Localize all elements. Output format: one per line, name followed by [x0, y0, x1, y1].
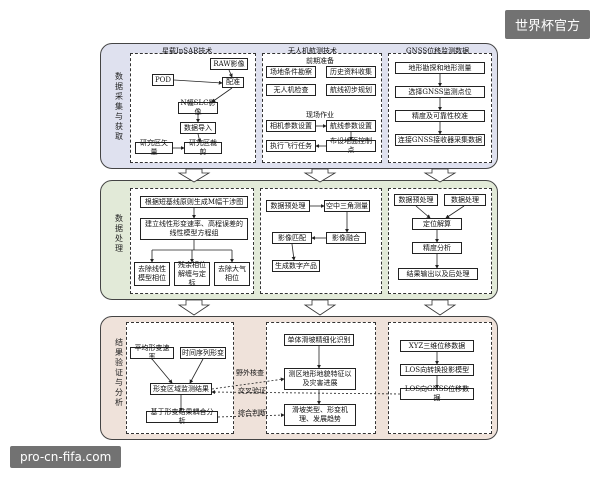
uav-title: 无人机航测技术 [288, 47, 337, 55]
xyz-displacement-box: XYZ三维位移数据 [400, 340, 474, 352]
precision-analysis-box: 精度分析 [412, 242, 462, 254]
landslide-type-box: 滑坡类型、形变机理、发展趋势 [284, 404, 356, 426]
image-matching-box: 影像匹配 [272, 232, 312, 244]
route-params-box: 航线参数设置 [326, 120, 376, 132]
los-projection-box: LOS向转换投影模型 [400, 364, 474, 376]
time-series-box: 时间序列形变 [180, 347, 226, 359]
phase-acquisition-label: 数据采集与获取 [115, 72, 123, 141]
insar-title: 星载InSAR技术 [162, 47, 213, 55]
residual-phase-box: 残余相位解缠与定标 [174, 261, 210, 287]
route-plan-box: 航线初步规划 [326, 84, 376, 96]
phase-validation-label: 结果验证与分析 [115, 338, 123, 407]
aerial-triangulation-box: 空中三角测量 [324, 200, 370, 212]
landslide-identify-box: 单体滑坡精细化识别 [284, 334, 354, 346]
select-points-box: 选择GNSS监测点位 [395, 86, 485, 98]
gnss-preprocess-box: 数据预处理 [394, 194, 438, 206]
remove-atmo-phase-box: 去除大气相位 [214, 262, 250, 286]
history-data-box: 历史资料收集 [326, 66, 376, 78]
brand-watermark: 世界杯官方 [504, 10, 590, 39]
digital-product-box: 生成数字产品 [272, 260, 320, 272]
terrain-survey-box: 地形勘探和地形测量 [395, 62, 485, 74]
los-gnss-data-box: LOS向GNSS位移数据 [400, 385, 474, 402]
collect-data-box: 连接GNSS接收器采集数据 [395, 134, 485, 146]
gnss-processing-box: 数据处理 [444, 194, 486, 206]
interferogram-box: 根据短基线原则生成M幅干涉图 [140, 196, 248, 208]
registration-box: 配准 [222, 77, 244, 88]
study-area-vector-box: 研究区矢量 [135, 139, 173, 156]
combined-judgement-label: 综合判断 [238, 409, 266, 417]
gnss-title: GNSS位移监测数据 [406, 47, 470, 55]
remove-linear-phase-box: 去除线性模型相位 [134, 262, 170, 286]
study-area-crop-box: 研究区裁剪 [184, 139, 222, 156]
output-postprocess-box: 结果输出以及后处理 [398, 268, 478, 280]
field-check-label: 野外核查 [236, 369, 264, 377]
data-import-box: 数据导入 [180, 122, 216, 134]
pod-box: POD [152, 74, 174, 86]
gcp-box: 布设地面控制点 [326, 137, 376, 154]
raw-image-box: RAW影像 [210, 58, 248, 70]
image-fusion-box: 影像融合 [326, 232, 366, 244]
site-watermark: pro-cn-fifa.com [10, 446, 122, 468]
prep-title: 前期准备 [306, 57, 334, 65]
coupling-analysis-box: 基于形变结果耦合分析 [146, 408, 218, 425]
field-work-title: 现场作业 [306, 111, 334, 119]
uav-check-box: 无人机检查 [266, 84, 316, 96]
cross-validation-label: 交叉验证 [238, 387, 266, 395]
flight-task-box: 执行飞行任务 [266, 140, 316, 152]
site-survey-box: 场地条件勘察 [266, 66, 316, 78]
uav-preprocess-box: 数据预处理 [266, 200, 310, 212]
avg-deform-rate-box: 平均形变速率 [130, 344, 174, 361]
gnss-result-section [388, 322, 492, 434]
phase-processing-label: 数据处理 [115, 214, 123, 253]
slc-image-box: N幅SLC影像 [178, 99, 218, 116]
deform-monitor-box: 形变区域监测结果 [150, 383, 212, 395]
calibration-box: 精度及可靠性校准 [395, 110, 485, 122]
linear-model-box: 建立线性形变速率、高程误差的线性模型方程组 [140, 218, 248, 240]
terrain-feature-box: 测区地形地貌特征以及灾害进展 [284, 368, 356, 390]
camera-params-box: 相机参数设置 [266, 120, 316, 132]
positioning-box: 定位解算 [412, 218, 462, 230]
